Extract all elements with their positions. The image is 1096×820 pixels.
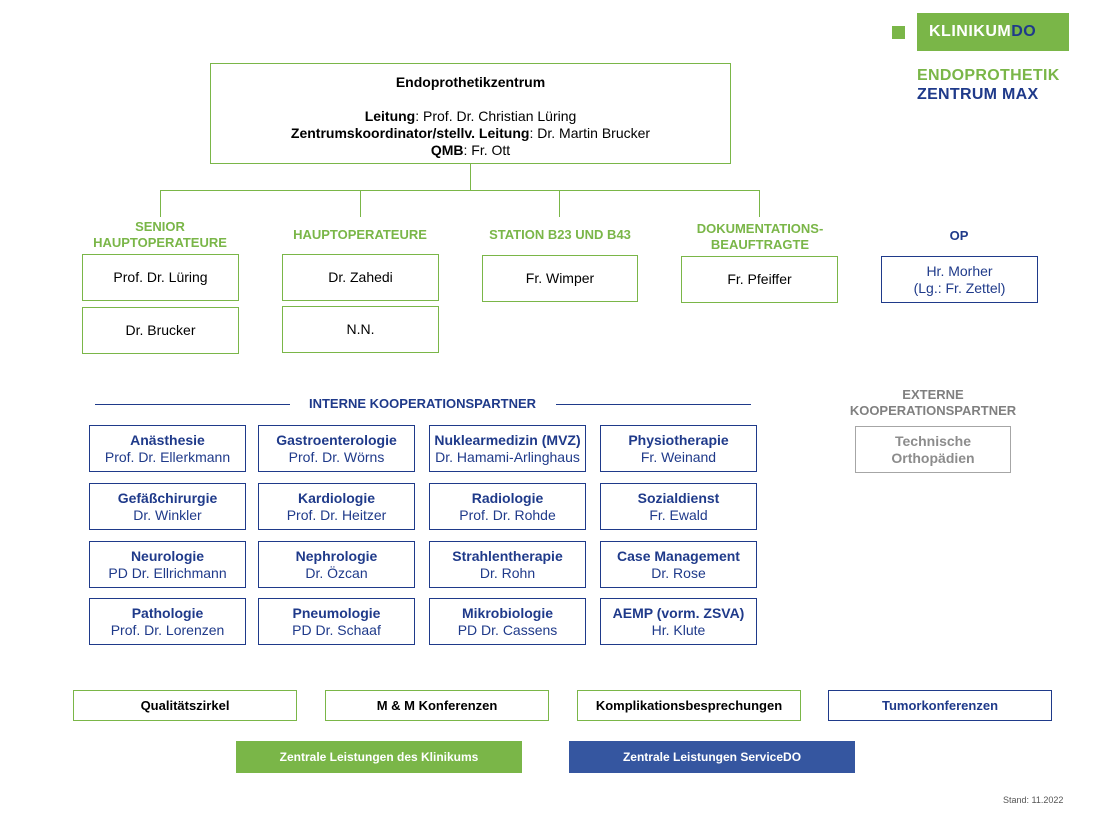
externe-header: EXTERNE KOOPERATIONSPARTNER: [849, 387, 1017, 418]
externe-box: Technische Orthopädien: [855, 426, 1011, 473]
partner-person: Fr. Weinand: [640, 448, 717, 465]
conference-tumor: Tumorkonferenzen: [828, 690, 1052, 721]
haupt-box-1: Dr. Zahedi: [282, 254, 439, 301]
partner-person: Prof. Dr. Lorenzen: [110, 621, 225, 638]
partner-person: PD Dr. Cassens: [457, 621, 558, 638]
qmb-label: QMB: [430, 142, 464, 158]
koord-value: : Dr. Martin Brucker: [529, 125, 651, 141]
koord-label: Zentrumskoordinator/stellv. Leitung: [290, 125, 530, 141]
leitung-line: Leitung: Prof. Dr. Christian Lüring: [365, 108, 577, 125]
leitung-label: Leitung: [364, 108, 416, 124]
header-haupt: HAUPTOPERATEURE: [293, 227, 427, 242]
partner-title: Anästhesie: [130, 431, 205, 448]
connector-vertical-main: [470, 164, 471, 190]
legend-blue: Zentrale Leistungen ServiceDO: [569, 741, 855, 773]
logo-brand-b: DO: [1011, 23, 1037, 40]
partner-title: Neurologie: [130, 547, 205, 564]
partner-title: Case Management: [617, 547, 740, 564]
partner-person: Dr. Winkler: [133, 506, 202, 523]
partner-person: PD Dr. Schaaf: [292, 621, 381, 638]
partner-person: Fr. Ewald: [649, 506, 708, 523]
connector-drop-senior: [160, 190, 161, 217]
logo-line1: ENDOPROTHETIK: [917, 67, 1060, 84]
qmb-line: QMB: Fr. Ott: [431, 142, 510, 159]
partner-title: Nuklearmedizin (MVZ): [434, 431, 581, 448]
partner-person: Dr. Rose: [651, 564, 706, 581]
partner-title: AEMP (vorm. ZSVA): [612, 604, 745, 621]
partner-title: Radiologie: [471, 489, 544, 506]
legend-green: Zentrale Leistungen des Klinikums: [236, 741, 522, 773]
connector-horizontal: [160, 190, 760, 191]
partner-title: Pathologie: [131, 604, 204, 621]
connector-drop-doku: [759, 190, 760, 217]
header-station: STATION B23 UND B43: [489, 227, 631, 242]
header-op: OP: [949, 228, 969, 243]
partner-person: PD Dr. Ellrichmann: [108, 564, 227, 581]
op-box: Hr. Morher (Lg.: Fr. Zettel): [881, 256, 1038, 303]
partner-title: Gefäßchirurgie: [117, 489, 218, 506]
interne-rule-left: [95, 404, 290, 405]
station-box: Fr. Wimper: [482, 255, 638, 302]
partner-title: Physiotherapie: [628, 431, 729, 448]
center-box: Endoprothetikzentrum Leitung: Prof. Dr. …: [210, 63, 731, 164]
partner-person: Dr. Rohn: [479, 564, 536, 581]
partner-person: Prof. Dr. Wörns: [288, 448, 385, 465]
interne-partner-box: AEMP (vorm. ZSVA)Hr. Klute: [600, 598, 757, 645]
haupt-box-2: N.N.: [282, 306, 439, 353]
partner-person: Prof. Dr. Rohde: [459, 506, 556, 523]
stand-date: Stand: 11.2022: [1003, 795, 1064, 805]
partner-title: Pneumologie: [292, 604, 381, 621]
partner-person: Dr. Hamami-Arlinghaus: [435, 448, 580, 465]
header-doku: DOKUMENTATIONS- BEAUFTRAGTE: [696, 221, 824, 252]
op-line2: (Lg.: Fr. Zettel): [913, 279, 1006, 296]
conference-komplikationen: Komplikationsbesprechungen: [577, 690, 801, 721]
logo-square-icon: [892, 26, 905, 39]
partner-person: Prof. Dr. Heitzer: [286, 506, 387, 523]
conference-mm: M & M Konferenzen: [325, 690, 549, 721]
partner-person: Hr. Klute: [651, 621, 706, 638]
logo-line2: ZENTRUM MAX: [917, 86, 1039, 103]
conference-qualitaetszirkel: Qualitätszirkel: [73, 690, 297, 721]
qmb-value: : Fr. Ott: [463, 142, 511, 158]
connector-drop-station: [559, 190, 560, 217]
connector-drop-haupt: [360, 190, 361, 217]
partner-title: Nephrologie: [295, 547, 378, 564]
header-senior: SENIOR HAUPTOPERATEURE: [93, 219, 227, 250]
partner-title: Gastroenterologie: [276, 431, 397, 448]
partner-title: Mikrobiologie: [462, 604, 553, 621]
senior-box-2: Dr. Brucker: [82, 307, 239, 354]
partner-person: Prof. Dr. Ellerkmann: [104, 448, 231, 465]
leitung-value: : Prof. Dr. Christian Lüring: [415, 108, 577, 124]
logo-brand-a: KLINIKUM: [929, 23, 1012, 40]
interne-partner-box: Nuklearmedizin (MVZ)Dr. Hamami-Arlinghau…: [429, 425, 586, 472]
interne-header: INTERNE KOOPERATIONSPARTNER: [308, 396, 537, 411]
partner-title: Sozialdienst: [637, 489, 720, 506]
partner-title: Kardiologie: [297, 489, 375, 506]
partner-title: Strahlentherapie: [452, 547, 563, 564]
koord-line: Zentrumskoordinator/stellv. Leitung: Dr.…: [291, 125, 650, 142]
partner-person: Dr. Özcan: [305, 564, 368, 581]
op-line1: Hr. Morher: [926, 262, 993, 279]
senior-box-1: Prof. Dr. Lüring: [82, 254, 239, 301]
doku-box: Fr. Pfeiffer: [681, 256, 838, 303]
interne-rule-right: [556, 404, 751, 405]
center-title: Endoprothetikzentrum: [395, 74, 546, 90]
